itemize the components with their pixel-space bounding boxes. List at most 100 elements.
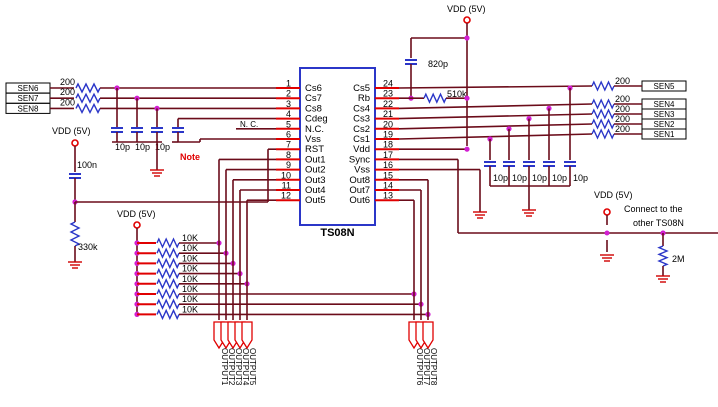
chip-pin-name: Cs7 [305,93,322,104]
chip-pin-name: Vss [305,134,321,145]
pullup-resistor [156,257,180,270]
chip-pin-name: N.C. [305,124,324,135]
wire [398,85,593,89]
sensor-label: SEN2 [654,120,675,129]
chip-pin-name: RST [305,144,324,155]
chip-pin-number: 18 [383,140,393,150]
pullup-value-label: 10K [182,294,198,304]
pullup-resistor [156,308,180,321]
cap-820p-label: 820p [428,59,448,69]
output-label: OUTPUT4 [241,348,250,386]
sensor-label: SEN6 [18,84,39,93]
vdd-top-terminal-icon-label: VDD (5V) [447,4,486,14]
nc-label: N. C. [240,120,258,129]
output-label: OUTPUT1 [220,348,229,386]
chip-pin-name: Out7 [349,185,370,196]
pullup-value-label: 10K [182,253,198,263]
chip-pin-number: 1 [286,79,291,89]
sensor-resistor [591,108,615,120]
wire [398,133,593,140]
pullup-resistor [156,237,180,249]
chip-pin-name: Cs3 [353,114,370,125]
resistor-value-label: 200 [615,124,630,134]
cap-100n-label: 100n [77,160,97,170]
connect-note-line1: Connect to the [624,204,683,214]
resistor-value-label: 200 [615,76,630,86]
chip-pin-name: Cs5 [353,83,370,94]
chip-pin-number: 24 [383,79,393,89]
vdd-right-terminal-icon [603,208,611,216]
cap-value-label: 10p [532,173,547,183]
chip-pin-name: Cs6 [305,83,322,94]
chip-pin-name: Vss [354,165,370,176]
note-label: Note [180,152,200,162]
sensor-resistor [591,98,615,110]
res-2m-label: 2M [672,254,685,264]
chip-pin-number: 16 [383,160,393,170]
chip-name-label: TS08N [320,227,354,239]
pullup-value-label: 10K [182,284,198,294]
cap-value-label: 10p [155,142,170,152]
pullup-resistor [156,278,180,290]
chip-pin-number: 4 [286,109,291,119]
output-label: OUTPUT2 [227,348,236,386]
sensor-resistor [591,128,615,140]
vdd-left-terminal-icon-label: VDD (5V) [52,126,91,136]
resistor-value-label: 200 [615,104,630,114]
vdd-right-terminal-icon-label: VDD (5V) [594,190,633,200]
resistor-value-label: 200 [60,97,75,107]
wire [398,103,593,110]
chip-pin-number: 15 [383,170,393,180]
output-label: OUTPUT6 [415,348,424,386]
cap-value-label: 10p [493,173,508,183]
cap-value-label: 10p [115,142,130,152]
sensor-label: SEN1 [654,130,675,139]
pullup-resistor [156,288,180,300]
sensor-resistor [591,80,615,92]
pullup-value-label: 10K [182,304,198,314]
resistor-value-label: 200 [60,77,75,87]
output-label: OUTPUT8 [429,348,438,386]
sensor-resistor [75,102,101,114]
chip-pin-number: 20 [383,119,393,129]
chip-pin-number: 22 [383,99,393,109]
cap-value-label: 10p [512,173,527,183]
resistor-value-label: 200 [60,87,75,97]
vdd-mid-terminal-icon [133,221,141,229]
chip-pin-number: 21 [383,109,393,119]
chip-pin-number: 19 [383,130,393,140]
chip-pin-number: 6 [286,130,291,140]
junction-dot [464,146,470,152]
chip-pin-name: Out1 [305,154,326,165]
cap-value-label: 10p [573,173,588,183]
junction-dot [464,35,470,41]
pullup-value-label: 10K [182,233,198,243]
sensor-label: SEN8 [18,104,39,113]
res-510k-label: 510k [447,89,467,99]
wire [398,123,593,130]
output-label: OUTPUT3 [234,348,243,386]
sensor-resistor [75,92,101,104]
chip-pin-name: Cs8 [305,103,322,114]
output-label: OUTPUT5 [248,348,257,386]
pullup-resistor [156,298,180,310]
vdd-left-terminal-icon [71,139,79,147]
sensor-label: SEN7 [18,94,39,103]
sensor-label: SEN3 [654,110,675,119]
wire [398,113,593,120]
chip-pin-number: 13 [383,191,393,201]
resistor-value-label: 200 [615,114,630,124]
output-label: OUTPUT7 [422,348,431,386]
resistor-value-label: 200 [615,94,630,104]
chip-pin-number: 17 [383,150,393,160]
sensor-resistor [591,118,615,130]
chip-pin-name: Cs4 [353,103,370,114]
sync-junction-dot [604,230,610,236]
chip-pin-name: Out8 [349,175,370,186]
chip-pin-name: Vdd [353,144,370,155]
chip-pin-name: Out2 [305,165,326,176]
pullup-value-label: 10K [182,274,198,284]
chip-pin-name: Sync [349,154,370,165]
chip-pin-name: Cdeg [305,114,328,125]
